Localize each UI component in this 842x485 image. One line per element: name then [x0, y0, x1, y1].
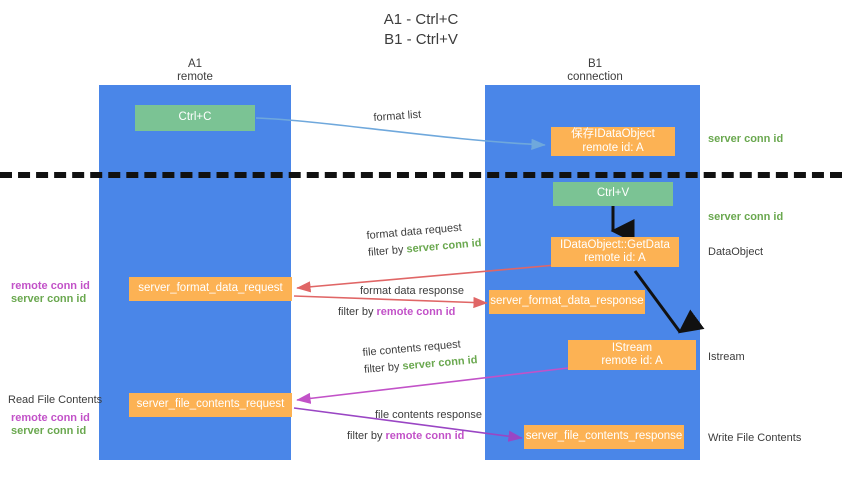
edge-label-file-contents-response-filter: filter by remote conn id	[347, 429, 482, 443]
left-label-read-file-contents: Read File Contents	[8, 394, 103, 406]
edge-label-file-contents-response: file contents response filter by remote …	[347, 408, 483, 443]
box-save-idataobject[interactable]: 保存IDataObject remote id: A	[551, 127, 675, 156]
lane-a1-name: A1	[187, 58, 203, 70]
box-server-file-contents-response-label: server_file_contents_response	[525, 430, 683, 443]
box-istream-line2: remote id: A	[601, 355, 663, 367]
box-ctrl-v-label: Ctrl+V	[596, 187, 630, 200]
box-server-format-data-request[interactable]: server_format_data_request	[129, 277, 292, 301]
box-save-idataobject-line2: remote id: A	[582, 141, 644, 154]
page-title: A1 - Ctrl+C B1 - Ctrl+V	[0, 10, 842, 50]
arrow-ctrlc-to-idataobject	[255, 117, 546, 150]
filter-prefix-4: filter by	[347, 430, 386, 442]
box-server-file-contents-response[interactable]: server_file_contents_response	[524, 425, 684, 449]
left-label-remote-conn-id-1: remote conn id	[11, 280, 90, 292]
box-getdata-line1: IDataObject::GetData	[560, 238, 670, 251]
right-label-server-conn-id-mid: server conn id	[708, 211, 784, 223]
left-label-server-conn-id-2: server conn id	[11, 425, 87, 437]
box-ctrl-c[interactable]: Ctrl+C	[135, 105, 255, 131]
right-label-istream: Istream	[708, 351, 745, 363]
lane-b1-name: B1	[587, 58, 603, 70]
edge-label-file-contents-response-text: file contents response	[375, 409, 483, 421]
arrow-file-contents-request	[296, 367, 569, 404]
lane-header-a1: A1 remote	[125, 58, 265, 84]
right-label-dataobject: DataObject	[708, 246, 764, 258]
arrow-file-contents-response	[293, 407, 523, 442]
edge-label-format-data-response-text: format data response	[360, 285, 464, 297]
arrow-format-data-request	[296, 264, 557, 293]
box-save-idataobject-line1: 保存IDataObject	[571, 128, 655, 140]
arrow-getdata-to-istream	[633, 270, 705, 334]
box-istream[interactable]: IStream remote id: A	[568, 340, 696, 370]
box-idataobject-getdata[interactable]: IDataObject::GetData remote id: A	[551, 237, 679, 267]
box-istream-line1: IStream	[611, 341, 653, 354]
filter-value-remote-conn-id-2: remote conn id	[385, 430, 465, 442]
box-server-format-data-response[interactable]: server_format_data_response	[489, 290, 645, 314]
phase-separator	[0, 172, 842, 178]
title-line-2: B1 - Ctrl+V	[384, 31, 458, 48]
box-getdata-line2: remote id: A	[584, 252, 646, 264]
filter-prefix-3: filter by	[363, 360, 403, 376]
box-server-file-contents-request[interactable]: server_file_contents_request	[129, 393, 292, 417]
lane-a1-sub: remote	[177, 71, 213, 83]
filter-prefix-2: filter by	[338, 306, 377, 318]
left-label-remote-conn-id-2: remote conn id	[11, 412, 90, 424]
filter-prefix-1: filter by	[367, 243, 407, 259]
lane-b1-sub: connection	[567, 71, 623, 83]
edge-label-format-data-response: format data response filter by remote co…	[338, 284, 464, 319]
edge-label-format-data-response-filter: filter by remote conn id	[338, 305, 464, 319]
box-ctrl-c-label: Ctrl+C	[178, 111, 212, 124]
box-server-file-contents-request-label: server_file_contents_request	[136, 398, 285, 411]
left-label-server-conn-id-1: server conn id	[11, 293, 87, 305]
box-server-format-data-request-label: server_format_data_request	[138, 282, 283, 295]
title-line-1: A1 - Ctrl+C	[383, 11, 459, 28]
right-label-write-file-contents: Write File Contents	[708, 432, 802, 444]
edge-label-format-list-text: format list	[373, 108, 422, 124]
right-label-server-conn-id-top: server conn id	[708, 133, 784, 145]
filter-value-remote-conn-id-1: remote conn id	[376, 306, 456, 318]
arrow-format-data-response	[293, 295, 488, 309]
box-ctrl-v[interactable]: Ctrl+V	[553, 182, 673, 206]
box-server-format-data-response-label: server_format_data_response	[490, 295, 644, 308]
lane-header-b1: B1 connection	[525, 58, 665, 84]
